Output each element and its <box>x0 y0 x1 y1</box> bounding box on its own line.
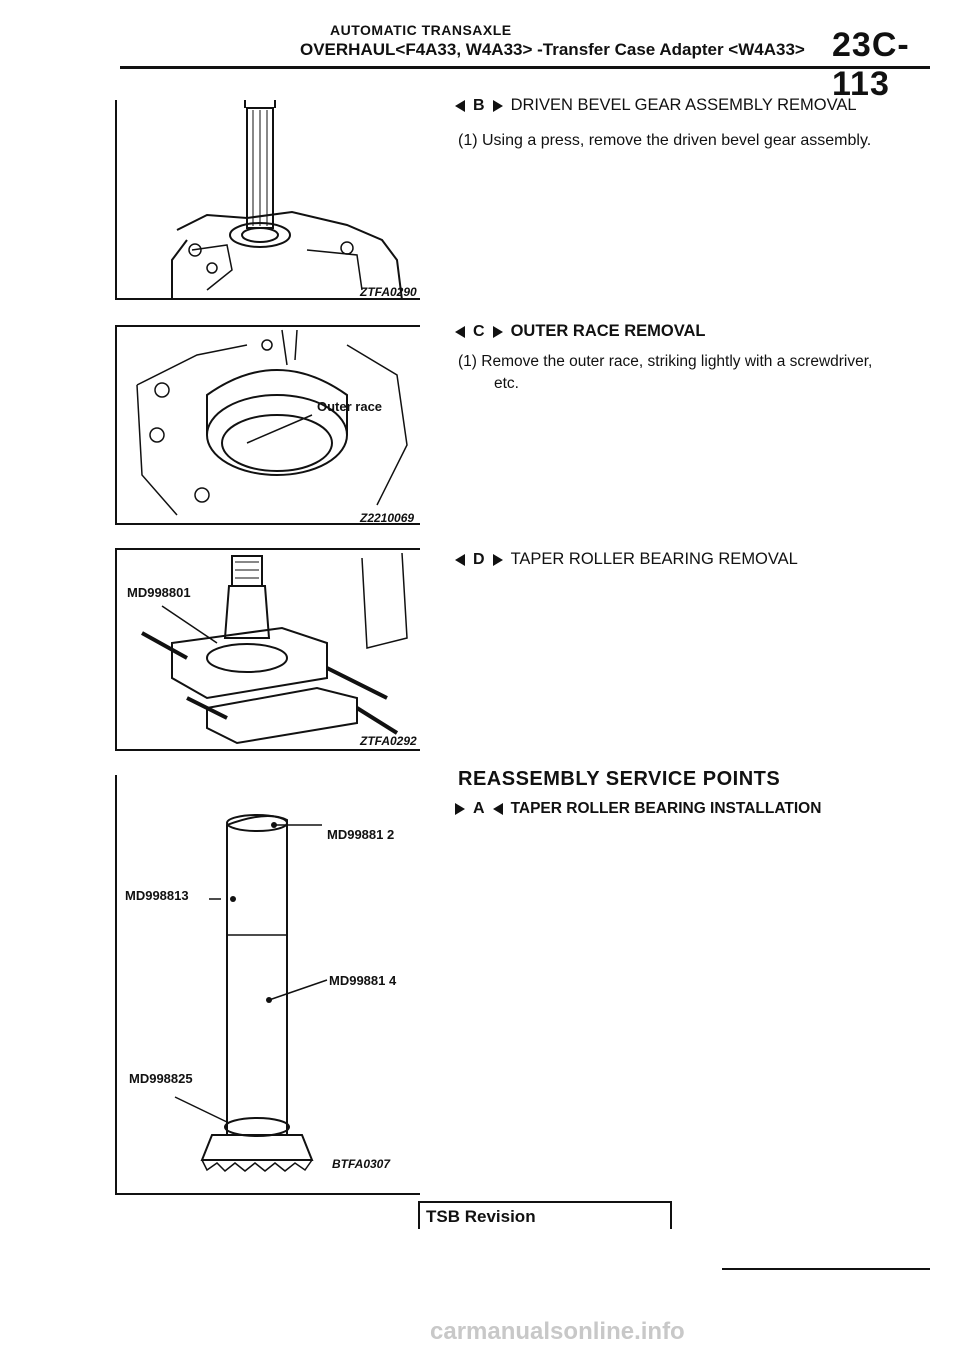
figure-id: Z2210069 <box>360 511 415 525</box>
right-triangle-icon <box>455 803 465 815</box>
right-triangle-icon <box>492 553 503 566</box>
section-heading-d: D TAPER ROLLER BEARING REMOVAL <box>455 550 798 569</box>
figure-bevel-gear-press: ZTFA0290 <box>115 100 420 300</box>
section-heading-b: B DRIVEN BEVEL GEAR ASSEMBLY REMOVAL <box>455 96 857 115</box>
section-title: TAPER ROLLER BEARING REMOVAL <box>510 550 798 568</box>
tsb-revision-label: TSB Revision <box>426 1207 536 1226</box>
figure-outer-race: Outer race Z2210069 <box>115 325 420 525</box>
figure-id: ZTFA0292 <box>360 734 417 748</box>
callout-md998801: MD998801 <box>127 585 191 600</box>
left-triangle-icon <box>492 803 503 815</box>
tsb-revision-box: TSB Revision <box>418 1201 672 1229</box>
section-letter: A <box>473 800 485 817</box>
figure-bearing-installer: MD99881 2 MD998813 MD99881 4 MD998825 BT… <box>115 775 420 1195</box>
left-triangle-icon <box>455 99 465 112</box>
callout-md99881-2: MD99881 2 <box>327 827 395 842</box>
step-text-continued: etc. <box>494 375 519 392</box>
manual-section-title: AUTOMATIC TRANSAXLE <box>330 22 512 38</box>
step-text: (1) Remove the outer race, striking ligh… <box>458 353 873 370</box>
section-heading-a: A TAPER ROLLER BEARING INSTALLATION <box>455 800 821 818</box>
section-title: DRIVEN BEVEL GEAR ASSEMBLY REMOVAL <box>510 96 857 114</box>
left-triangle-icon <box>455 325 465 338</box>
watermark: carmanualsonline.info <box>430 1318 685 1345</box>
reassembly-heading: REASSEMBLY SERVICE POINTS <box>458 768 781 790</box>
callout-outer-race: Outer race <box>317 399 383 414</box>
section-letter: C <box>473 322 485 340</box>
figure-bearing-puller: MD998801 ZTFA0292 <box>115 548 420 751</box>
section-title: OUTER RACE REMOVAL <box>510 322 706 340</box>
section-letter: B <box>473 96 485 114</box>
callout-md998825: MD998825 <box>129 1071 193 1086</box>
header-rule <box>120 66 930 69</box>
section-heading-c: C OUTER RACE REMOVAL <box>455 322 706 341</box>
section-title: TAPER ROLLER BEARING INSTALLATION <box>510 800 822 817</box>
left-triangle-icon <box>455 553 465 566</box>
figure-id: BTFA0307 <box>332 1157 391 1171</box>
right-triangle-icon <box>492 325 503 338</box>
section-letter: D <box>473 550 485 568</box>
page-subtitle: OVERHAUL<F4A33, W4A33> -Transfer Case Ad… <box>300 40 805 59</box>
footer-rule <box>722 1268 930 1270</box>
callout-md99881-4: MD99881 4 <box>329 973 397 988</box>
right-triangle-icon <box>492 99 503 112</box>
page-number: 23C-113 <box>832 26 910 103</box>
callout-md998813: MD998813 <box>125 888 189 903</box>
step-text: (1) Using a press, remove the driven bev… <box>458 132 872 149</box>
figure-id: ZTFA0290 <box>360 285 417 299</box>
